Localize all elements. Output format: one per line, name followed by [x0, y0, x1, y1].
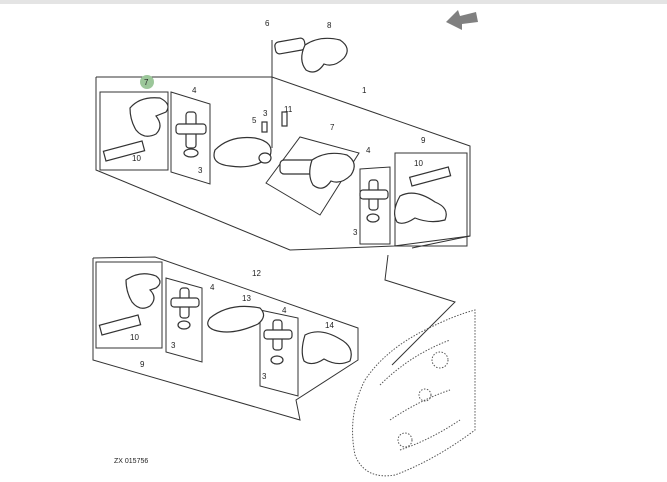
callout-7[interactable]: 7 [330, 123, 335, 132]
callout-4[interactable]: 4 [282, 306, 287, 315]
yoke-5[interactable] [213, 136, 272, 168]
callout-3[interactable]: 3 [263, 109, 268, 118]
callout-14[interactable]: 14 [325, 321, 334, 330]
callout-3[interactable]: 3 [171, 341, 176, 350]
cross-4-a[interactable] [175, 111, 207, 158]
yoke-9-right[interactable] [394, 166, 452, 224]
callout-3[interactable]: 3 [353, 228, 358, 237]
callout-10[interactable]: 10 [132, 154, 141, 163]
callout-4[interactable]: 4 [366, 146, 371, 155]
box-7 [265, 136, 360, 216]
callout-7-highlighted[interactable]: 7 [144, 78, 149, 87]
group-outline-1 [95, 76, 471, 251]
box-4-bottom-right [259, 309, 299, 397]
box-4-bottom-left [165, 277, 203, 363]
callout-1[interactable]: 1 [362, 86, 367, 95]
box-4-top [170, 91, 211, 185]
callout-6[interactable]: 6 [265, 19, 270, 28]
callout-9[interactable]: 9 [421, 136, 426, 145]
callout-10[interactable]: 10 [414, 159, 423, 168]
callout-13[interactable]: 13 [242, 294, 251, 303]
direction-arrow-icon [446, 10, 478, 30]
shaft-yoke-6-8[interactable] [274, 37, 348, 73]
box-9-top-left [99, 91, 169, 171]
shaft-yoke-7[interactable] [279, 152, 355, 189]
callout-4[interactable]: 4 [192, 86, 197, 95]
fitting-3[interactable] [261, 121, 268, 133]
callout-9[interactable]: 9 [140, 360, 145, 369]
cross-4-c[interactable] [170, 287, 200, 330]
callout-4[interactable]: 4 [210, 283, 215, 292]
highlight-marker [140, 75, 154, 89]
callout-10[interactable]: 10 [130, 333, 139, 342]
callout-11[interactable]: 11 [284, 105, 293, 114]
callout-12[interactable]: 12 [252, 269, 261, 278]
callout-5[interactable]: 5 [252, 116, 257, 125]
box-9-bottom [95, 261, 163, 349]
callout-3[interactable]: 3 [198, 166, 203, 175]
cross-4-d[interactable] [263, 319, 293, 365]
group-outline-12 [92, 256, 359, 421]
top-bar [0, 0, 667, 4]
callout-3[interactable]: 3 [262, 372, 267, 381]
callout-8[interactable]: 8 [327, 21, 332, 30]
yoke-7-highlighted[interactable] [129, 97, 169, 137]
coupling-13[interactable] [207, 305, 265, 333]
gearbox-housing [352, 309, 476, 477]
spring-pin-11[interactable] [281, 111, 288, 127]
yoke-14[interactable] [301, 331, 352, 365]
diagram-id: ZX 015756 [114, 458, 148, 465]
yoke-bottom-left[interactable] [98, 273, 161, 336]
box-4-top-right [359, 166, 391, 245]
cross-4-b[interactable] [359, 179, 389, 223]
pin-10[interactable] [102, 140, 146, 162]
